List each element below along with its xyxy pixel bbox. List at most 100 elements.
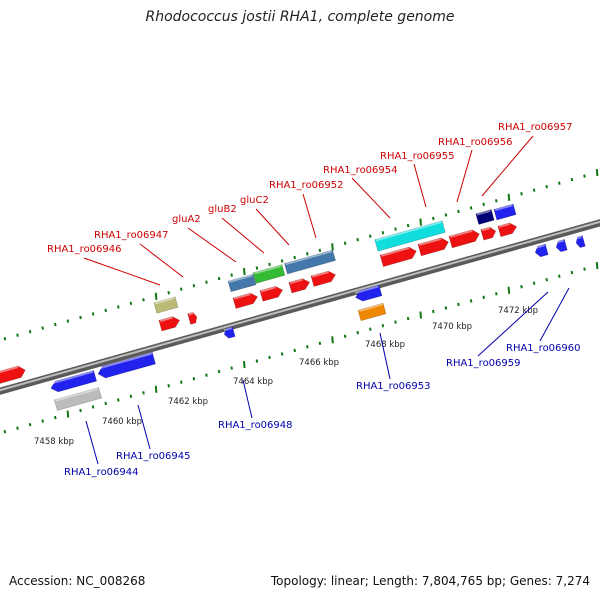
major-tick bbox=[331, 243, 334, 251]
gene-feature[interactable] bbox=[49, 370, 98, 393]
reverse-gene-label[interactable]: RHA1_ro06953 bbox=[356, 381, 431, 392]
tick-label: 7458 kbp bbox=[34, 437, 74, 447]
minor-tick bbox=[532, 188, 536, 192]
minor-tick bbox=[444, 213, 448, 217]
minor-tick bbox=[79, 315, 82, 320]
forward-gene-label[interactable]: RHA1_ro06957 bbox=[498, 122, 573, 133]
minor-tick bbox=[16, 426, 19, 430]
gene-features[interactable] bbox=[0, 203, 586, 411]
minor-tick bbox=[583, 267, 586, 271]
gene-labels[interactable]: RHA1_ro06946RHA1_ro06947gluA2gluB2gluC2R… bbox=[47, 122, 581, 478]
minor-tick bbox=[91, 405, 95, 409]
reverse-gene-label[interactable]: RHA1_ro06944 bbox=[64, 467, 139, 478]
minor-tick bbox=[41, 326, 44, 330]
gene-feature[interactable] bbox=[475, 209, 495, 225]
tick-label: 7464 kbp bbox=[233, 377, 273, 387]
minor-tick bbox=[369, 327, 372, 331]
minor-tick bbox=[394, 320, 397, 324]
forward-gene-label[interactable]: RHA1_ro06952 bbox=[269, 180, 344, 191]
reverse-gene-label[interactable]: RHA1_ro06959 bbox=[446, 358, 521, 369]
gene-feature[interactable] bbox=[493, 203, 517, 221]
minor-tick bbox=[28, 422, 32, 427]
gene-feature[interactable] bbox=[374, 220, 446, 252]
label-leader-line bbox=[539, 287, 570, 342]
tick-label: 7468 kbp bbox=[365, 340, 405, 350]
minor-tick bbox=[280, 259, 284, 263]
major-tick bbox=[331, 336, 334, 344]
forward-gene-label[interactable]: gluB2 bbox=[208, 204, 237, 215]
gene-feature[interactable] bbox=[158, 315, 181, 332]
gene-feature[interactable] bbox=[379, 245, 418, 268]
reverse-gene-label[interactable]: RHA1_ro06948 bbox=[218, 420, 293, 431]
gene-feature[interactable] bbox=[0, 364, 27, 387]
gene-feature[interactable] bbox=[252, 264, 286, 284]
forward-gene-label[interactable]: RHA1_ro06946 bbox=[47, 244, 122, 255]
minor-tick bbox=[432, 216, 435, 221]
gene-feature[interactable] bbox=[417, 236, 450, 257]
gene-feature[interactable] bbox=[284, 249, 336, 275]
gene-feature[interactable] bbox=[288, 277, 311, 294]
label-leader-line bbox=[242, 379, 253, 419]
minor-tick bbox=[520, 285, 523, 289]
minor-tick bbox=[369, 234, 372, 238]
minor-tick bbox=[406, 223, 410, 228]
reverse-gene-label[interactable]: RHA1_ro06945 bbox=[116, 451, 191, 462]
gene-feature[interactable] bbox=[480, 226, 497, 241]
forward-gene-label[interactable]: gluA2 bbox=[172, 214, 201, 225]
minor-tick bbox=[570, 270, 574, 275]
minor-tick bbox=[469, 299, 473, 303]
minor-tick bbox=[91, 312, 95, 316]
minor-tick bbox=[293, 348, 296, 353]
minor-tick bbox=[306, 252, 309, 256]
gene-feature[interactable] bbox=[555, 238, 568, 253]
minor-tick bbox=[558, 274, 561, 278]
gene-feature[interactable] bbox=[53, 387, 103, 411]
minor-tick bbox=[180, 380, 183, 384]
genome-title: Rhodococcus jostii RHA1, complete genome bbox=[145, 9, 455, 25]
forward-gene-label[interactable]: RHA1_ro06955 bbox=[380, 151, 455, 162]
forward-gene-label[interactable]: RHA1_ro06954 bbox=[323, 165, 398, 176]
gene-feature[interactable] bbox=[497, 221, 518, 238]
gene-feature[interactable] bbox=[310, 269, 337, 287]
gene-feature[interactable] bbox=[534, 243, 549, 258]
minor-tick bbox=[482, 295, 485, 300]
minor-tick bbox=[104, 401, 107, 406]
major-tick bbox=[66, 410, 70, 418]
minor-tick bbox=[129, 394, 133, 399]
label-leader-line bbox=[379, 332, 391, 380]
minor-tick bbox=[381, 230, 385, 235]
gene-feature[interactable] bbox=[357, 302, 387, 322]
forward-gene-label[interactable]: RHA1_ro06956 bbox=[438, 137, 513, 148]
minor-tick bbox=[570, 177, 574, 182]
gene-feature[interactable] bbox=[448, 228, 481, 249]
forward-gene-label[interactable]: gluC2 bbox=[240, 195, 269, 206]
minor-tick bbox=[356, 331, 359, 335]
label-leaders bbox=[83, 135, 570, 465]
major-tick bbox=[595, 168, 599, 177]
minor-tick bbox=[457, 209, 460, 214]
gene-feature[interactable] bbox=[227, 273, 257, 293]
gene-feature[interactable] bbox=[187, 312, 199, 325]
gene-feature[interactable] bbox=[223, 326, 236, 339]
gene-feature[interactable] bbox=[96, 352, 156, 379]
minor-tick bbox=[16, 333, 19, 337]
forward-gene-label[interactable]: RHA1_ro06947 bbox=[94, 230, 169, 241]
gene-feature[interactable] bbox=[259, 285, 284, 302]
gene-feature[interactable] bbox=[575, 235, 586, 249]
minor-tick bbox=[167, 291, 170, 295]
gene-feature[interactable] bbox=[153, 296, 179, 314]
gene-feature[interactable] bbox=[354, 284, 383, 303]
minor-tick bbox=[167, 384, 170, 388]
minor-tick bbox=[217, 276, 221, 281]
minor-tick bbox=[192, 283, 196, 288]
major-tick bbox=[154, 385, 158, 393]
reverse-gene-label[interactable]: RHA1_ro06960 bbox=[506, 343, 581, 354]
minor-tick bbox=[230, 366, 233, 370]
label-leader-line bbox=[456, 149, 473, 203]
label-leader-line bbox=[85, 420, 99, 465]
major-tick bbox=[154, 292, 158, 300]
gene-feature[interactable] bbox=[232, 291, 259, 309]
minor-tick bbox=[28, 329, 32, 334]
minor-tick bbox=[293, 255, 296, 260]
